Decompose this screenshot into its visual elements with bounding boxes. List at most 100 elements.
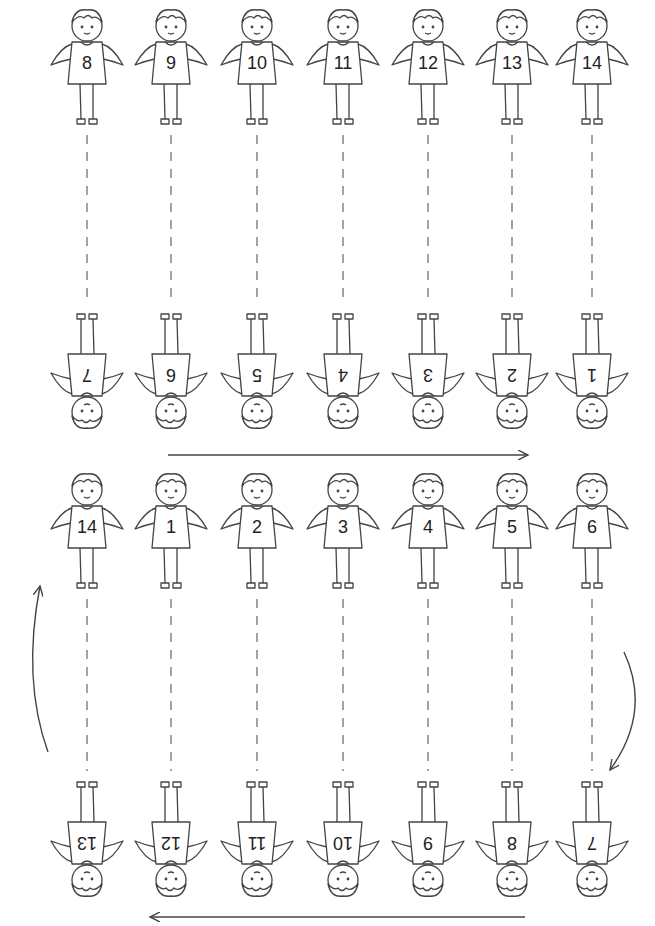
figure-part [261,26,264,29]
figure-part [72,474,102,486]
figure-part [502,782,522,787]
child-figure: 7 [47,306,127,436]
figure-part [165,787,178,822]
figure-part [238,354,276,396]
figure-part [493,42,531,84]
figure-part [272,841,293,862]
figure-part [251,26,254,29]
figure-part [165,319,178,354]
figure-part [254,33,260,34]
child-figure: 3 [388,306,468,436]
child-figure: 8 [472,774,552,904]
figure-part [324,506,362,548]
figure-part [68,42,106,84]
child-figure: 7 [552,774,632,904]
shirt-number: 8 [472,832,552,854]
shirt-number: 3 [303,516,383,538]
figure-part [247,119,267,124]
figure-part [586,490,589,493]
figure-part [443,44,464,65]
figure-part [340,33,346,34]
figure-part [165,393,177,396]
child-figure: 4 [303,306,383,436]
figure-part [586,410,589,413]
figure-part [392,373,413,394]
figure-part [422,490,425,493]
shirt-number: 2 [217,516,297,538]
figure-part [247,782,267,787]
figure-part [577,474,607,486]
figure-part [493,506,531,548]
figure-part [175,26,178,29]
figure-part [242,474,272,486]
figure-part [586,26,589,29]
child-figure: 6 [552,466,632,596]
figure-part [251,878,254,881]
figure-part [51,44,72,65]
figure-part [556,44,577,65]
figure-part [251,506,263,509]
figure-part [168,33,174,34]
figure-part [443,508,464,529]
figure-part [607,44,628,65]
figure-part [272,508,293,529]
figure-part [422,787,435,822]
figure-part [527,508,548,529]
figure-part [161,583,181,588]
figure-part [586,878,589,881]
figure-part [165,42,177,45]
figure-part [337,490,340,493]
figure-part [238,822,276,864]
figure-part [165,878,168,881]
figure-part [432,878,435,881]
figure-part [527,373,548,394]
figure-part [476,373,497,394]
figure-part [328,416,358,428]
child-figure: 13 [472,2,552,132]
shirt-number: 14 [552,52,632,74]
figure-part [156,10,186,22]
shirt-number: 8 [47,52,127,74]
child-figure: 11 [217,774,297,904]
figure-part [358,44,379,65]
arrow-up-curve [33,586,48,752]
figure-part [506,410,509,413]
figure-part [607,508,628,529]
figure-part [506,506,518,509]
figure-part [152,42,190,84]
figure-part [582,119,602,124]
figure-part [51,841,72,862]
figure-part [81,393,93,396]
figure-part [392,508,413,529]
figure-part [506,42,518,45]
figure-part [337,26,340,29]
figure-part [347,490,350,493]
child-figure: 9 [131,2,211,132]
pair-line [170,135,171,303]
shirt-number: 9 [388,832,468,854]
figure-part [596,26,599,29]
figure-part [91,26,94,29]
pair-line [256,599,257,771]
figure-part [589,497,595,498]
figure-part [586,42,598,45]
figure-part [589,33,595,34]
child-figure: 13 [47,774,127,904]
figure-part [272,373,293,394]
shirt-number: 12 [388,52,468,74]
figure-part [337,878,340,881]
pair-line [256,135,257,303]
figure-part [84,497,90,498]
pair-line [86,135,87,303]
figure-part [596,490,599,493]
child-figure: 3 [303,466,383,596]
figure-part [328,474,358,486]
figure-part [251,42,263,45]
figure-part [527,44,548,65]
figure-part [573,42,611,84]
figure-part [324,822,362,864]
figure-part [422,506,434,509]
figure-part [328,884,358,896]
figure-part [152,354,190,396]
shirt-number: 5 [472,516,552,538]
